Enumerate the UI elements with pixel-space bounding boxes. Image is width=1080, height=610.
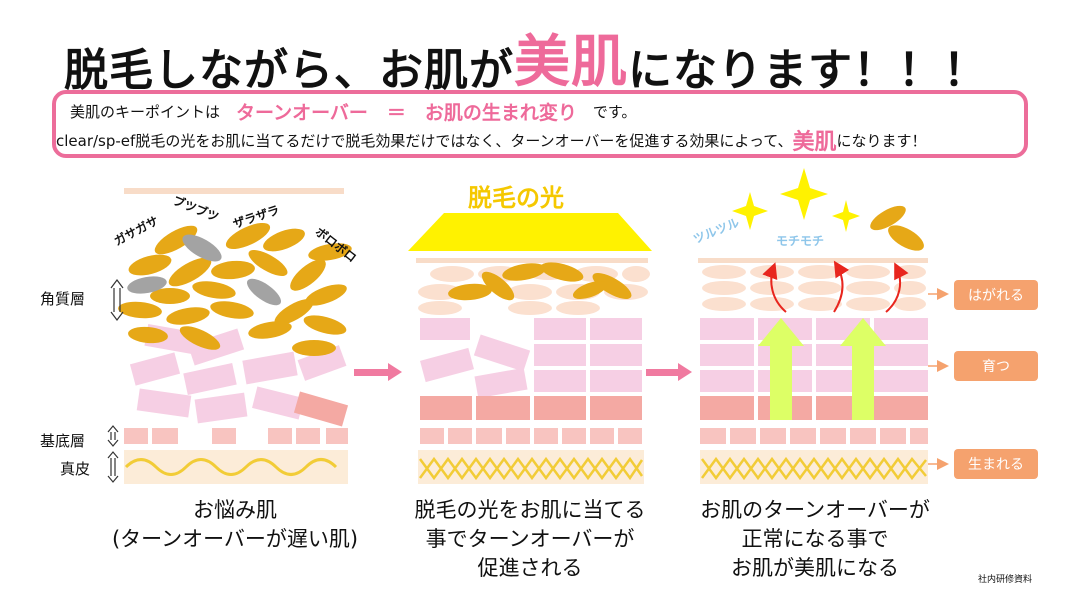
layer-label-horny: 角質層 (40, 290, 86, 308)
tag-born: 生まれる (954, 449, 1038, 479)
smooth-word-2: モチモチ (776, 234, 825, 248)
key-point-box: 美肌のキーポイントは ターンオーバー ＝ お肌の生まれ変り です。 clear/… (52, 90, 1028, 158)
sparkles (732, 168, 860, 232)
light-beam (408, 213, 652, 251)
caption-3-line-2: 正常になる事で (741, 527, 889, 551)
title-highlight: 美肌 (514, 30, 628, 95)
flow-arrow-2 (646, 363, 692, 381)
layer-label-dermis: 真皮 (60, 460, 91, 478)
caption-panel-1: お悩み肌 (ターンオーバーが遅い肌) (90, 496, 380, 554)
caption-2-line-2: 事でターンオーバーが (425, 527, 635, 551)
footnote: 社内研修資料 (978, 575, 1033, 585)
key-line2-suffix: になります！ (836, 131, 927, 150)
key-point-line-1: 美肌のキーポイントは ターンオーバー ＝ お肌の生まれ変り です。 (70, 98, 636, 125)
caption-2-line-1: 脱毛の光をお肌に当てる (414, 498, 646, 522)
key-line2-highlight: 美肌 (792, 130, 837, 155)
page-title: 脱毛しながら、お肌が美肌になります！！！ (64, 22, 1024, 98)
key-point-line-2: clear/sp-ef脱毛の光をお肌に当てるだけで脱毛効果だけではなく、ターンオ… (56, 124, 927, 156)
caption-1-line-1: お悩み肌 (193, 498, 277, 522)
caption-panel-3: お肌のターンオーバーが 正常になる事で お肌が美肌になる (680, 496, 950, 583)
flow-arrow-1 (354, 363, 402, 381)
panel-troubled-skin (107, 188, 352, 484)
growth-arrows (758, 318, 886, 420)
key-line2-prefix: clear/sp-ef脱毛の光をお肌に当てるだけで脱毛効果だけではなく、ターンオ… (56, 131, 793, 150)
caption-2-line-3: 促進される (477, 556, 583, 580)
panel-light-applied (408, 213, 652, 484)
title-suffix: になります！！！ (628, 45, 988, 96)
light-label: 脱毛の光 (468, 184, 564, 212)
key-line1-suffix: です。 (592, 103, 637, 121)
caption-3-line-1: お肌のターンオーバーが (700, 498, 930, 522)
panel-healthy-skin (698, 168, 949, 484)
layer-label-basal: 基底層 (40, 432, 86, 450)
key-line1-highlight: ターンオーバー ＝ お肌の生まれ変り (236, 102, 577, 124)
caption-1-line-2: (ターンオーバーが遅い肌) (111, 527, 359, 551)
tag-peel-off: はがれる (954, 280, 1038, 310)
tag-grow: 育つ (954, 351, 1038, 381)
title-prefix: 脱毛しながら、お肌が (64, 45, 514, 96)
caption-3-line-3: お肌が美肌になる (731, 556, 899, 580)
caption-panel-2: 脱毛の光をお肌に当てる 事でターンオーバーが 促進される (380, 496, 680, 583)
key-line1-prefix: 美肌のキーポイントは (70, 103, 221, 121)
